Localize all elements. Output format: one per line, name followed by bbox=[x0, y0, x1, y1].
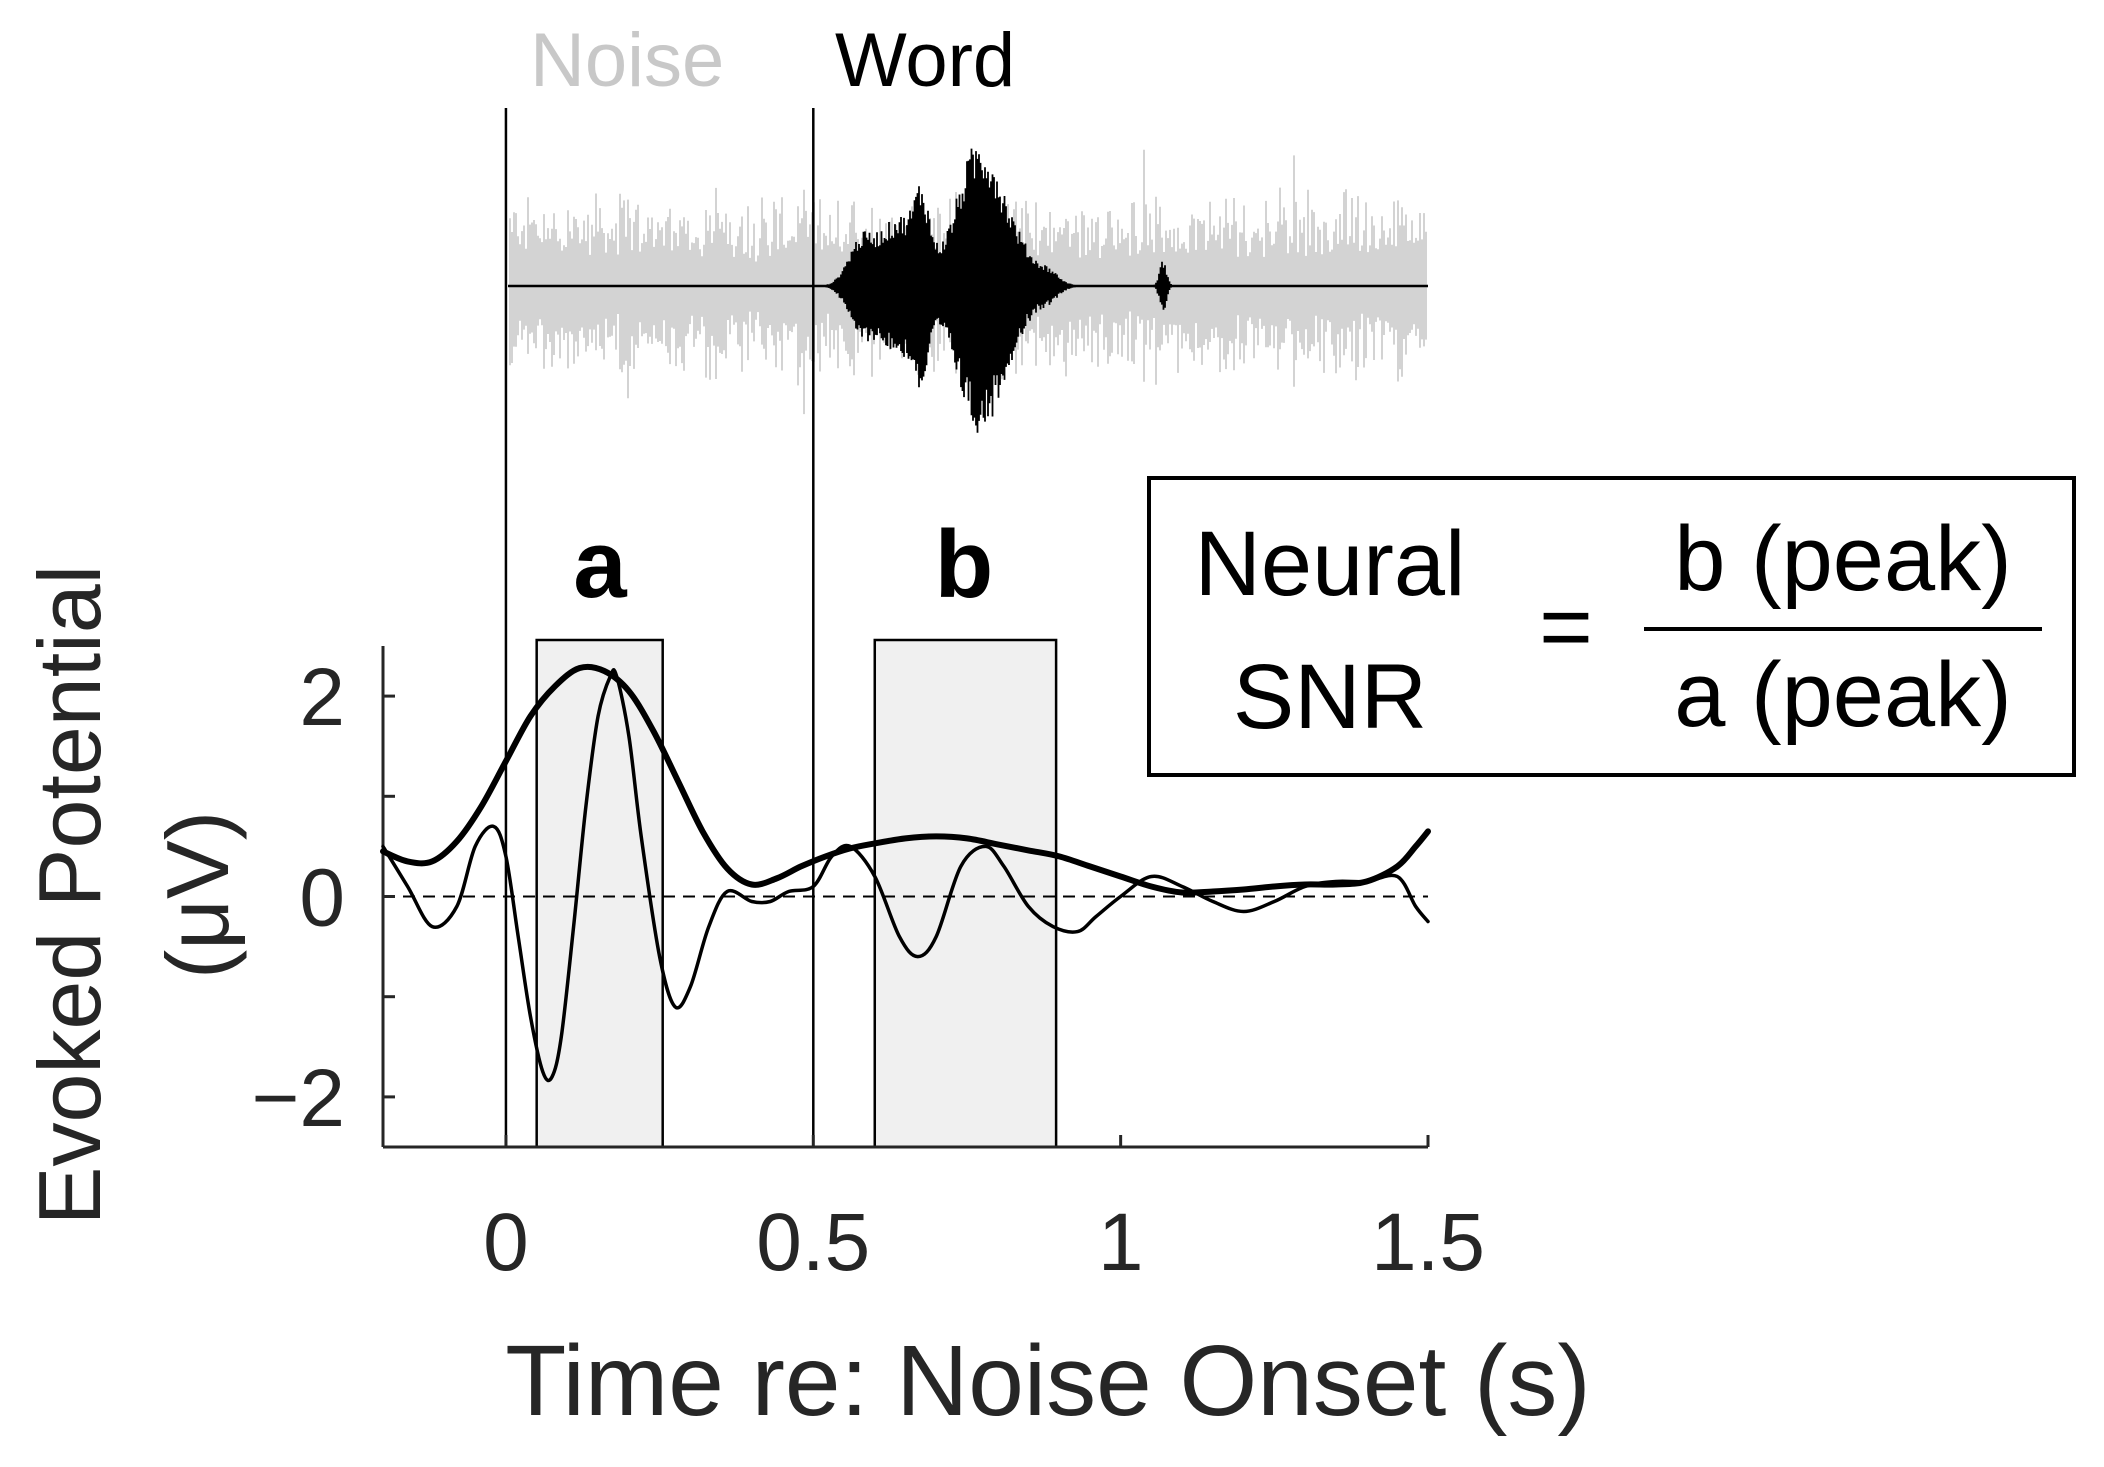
evoked-potential-plot: 0 0.5 1 1.5 −2 0 2 bbox=[252, 108, 1486, 1288]
y-tick-label: 2 bbox=[299, 652, 345, 743]
y-tick-label: 0 bbox=[299, 853, 345, 944]
x-tick-label: 1 bbox=[1098, 1197, 1144, 1288]
x-tick-label: 0 bbox=[483, 1197, 529, 1288]
x-tick-label: 1.5 bbox=[1371, 1197, 1485, 1288]
formula-box bbox=[1147, 476, 2076, 777]
formula-denominator: a (peak) bbox=[1674, 644, 2012, 746]
formula-equals: = bbox=[1539, 576, 1593, 678]
x-axis-label: Time re: Noise Onset (s) bbox=[505, 1325, 1590, 1437]
y-tick-label: −2 bbox=[252, 1053, 346, 1144]
window-b-label: b bbox=[935, 511, 994, 618]
stimulus-waveform bbox=[508, 148, 1428, 433]
word-waveform bbox=[825, 148, 1172, 433]
formula-lhs-line2: SNR bbox=[1233, 646, 1427, 748]
thick-series-line bbox=[380, 663, 1431, 896]
window-b bbox=[873, 638, 1058, 1149]
axes bbox=[381, 646, 1430, 1149]
thin-series-line bbox=[381, 668, 1430, 1083]
analysis-windows bbox=[535, 638, 1058, 1149]
noise-label: Noise bbox=[530, 18, 724, 103]
word-trace bbox=[825, 148, 1172, 433]
formula-lhs-line1: Neural bbox=[1194, 513, 1465, 615]
event-lines bbox=[504, 108, 815, 1147]
y-axis-label-line2: (μV) bbox=[148, 811, 247, 979]
window-a-label: a bbox=[573, 511, 627, 618]
formula-numerator: b (peak) bbox=[1674, 508, 2012, 610]
neural-snr-formula: Neural SNR = b (peak) a (peak) bbox=[1147, 476, 2076, 777]
series-lines bbox=[380, 663, 1431, 1083]
tick-labels: 0 0.5 1 1.5 −2 0 2 bbox=[252, 652, 1486, 1288]
y-axis-label-line1: Evoked Potential bbox=[20, 565, 119, 1225]
x-tick-label: 0.5 bbox=[756, 1197, 870, 1288]
word-label: Word bbox=[835, 18, 1015, 103]
